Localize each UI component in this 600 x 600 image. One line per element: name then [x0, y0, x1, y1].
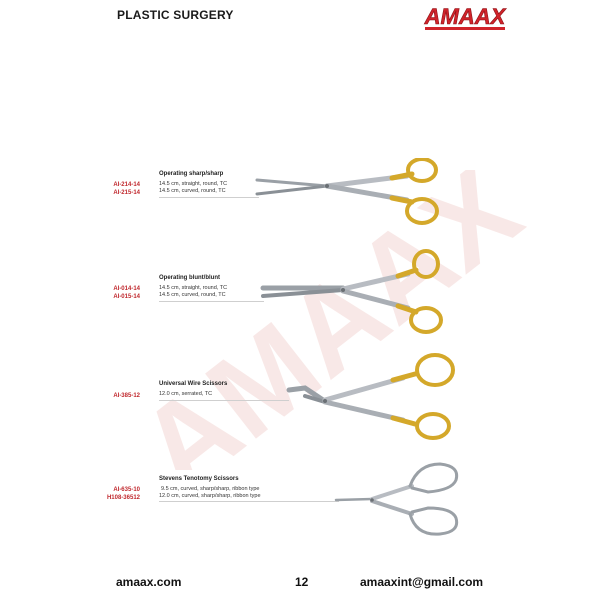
- amaax-logo: AMAAX: [423, 4, 507, 30]
- product-spec: 12.0 cm, serrated, TC: [159, 391, 213, 397]
- product-spec: 12.0 cm, curved, sharp/sharp, ribbon typ…: [159, 493, 261, 499]
- footer-email[interactable]: amaaxint@gmail.com: [360, 575, 484, 589]
- product-spec: 14.5 cm, curved, round, TC: [159, 292, 226, 298]
- product-name: Operating sharp/sharp: [159, 171, 224, 177]
- product-spec: 14.5 cm, straight, round, TC: [159, 181, 228, 187]
- product-name: Stevens Tenotomy Scissors: [159, 476, 239, 482]
- leader-line: [159, 400, 289, 401]
- scissors-operating-blunt-image: [260, 249, 443, 334]
- product-code: AI-215-14: [113, 190, 140, 196]
- scissors-stevens-tenotomy-image: [334, 462, 459, 536]
- leader-line: [159, 197, 259, 198]
- product-spec: 14.5 cm, curved, round, TC: [159, 188, 226, 194]
- product-code: AI-385-12: [113, 393, 140, 399]
- scissors-universal-wire-image: [286, 353, 455, 440]
- product-code: AI-214-14: [113, 182, 140, 188]
- page-title: PLASTIC SURGERY: [117, 8, 234, 22]
- product-name: Universal Wire Scissors: [159, 381, 228, 387]
- product-spec: 9.5 cm, curved, sharp/sharp, ribbon type: [161, 486, 260, 492]
- product-code: H108-36512: [106, 495, 140, 501]
- product-spec: 14.5 cm, straight, round, TC: [159, 285, 228, 291]
- leader-line: [159, 501, 339, 502]
- leader-line: [159, 301, 264, 302]
- footer-website[interactable]: amaax.com: [116, 575, 182, 589]
- page-number: 12: [295, 575, 309, 589]
- product-code: AI-015-14: [113, 294, 140, 300]
- product-code: AI-014-14: [113, 286, 140, 292]
- scissors-operating-sharp-image: [255, 158, 439, 225]
- product-code: AI-635-10: [113, 487, 140, 493]
- watermark: AMAAX: [120, 170, 540, 470]
- svg-text:AMAAX: AMAAX: [424, 4, 507, 29]
- product-name: Operating blunt/blunt: [159, 275, 220, 281]
